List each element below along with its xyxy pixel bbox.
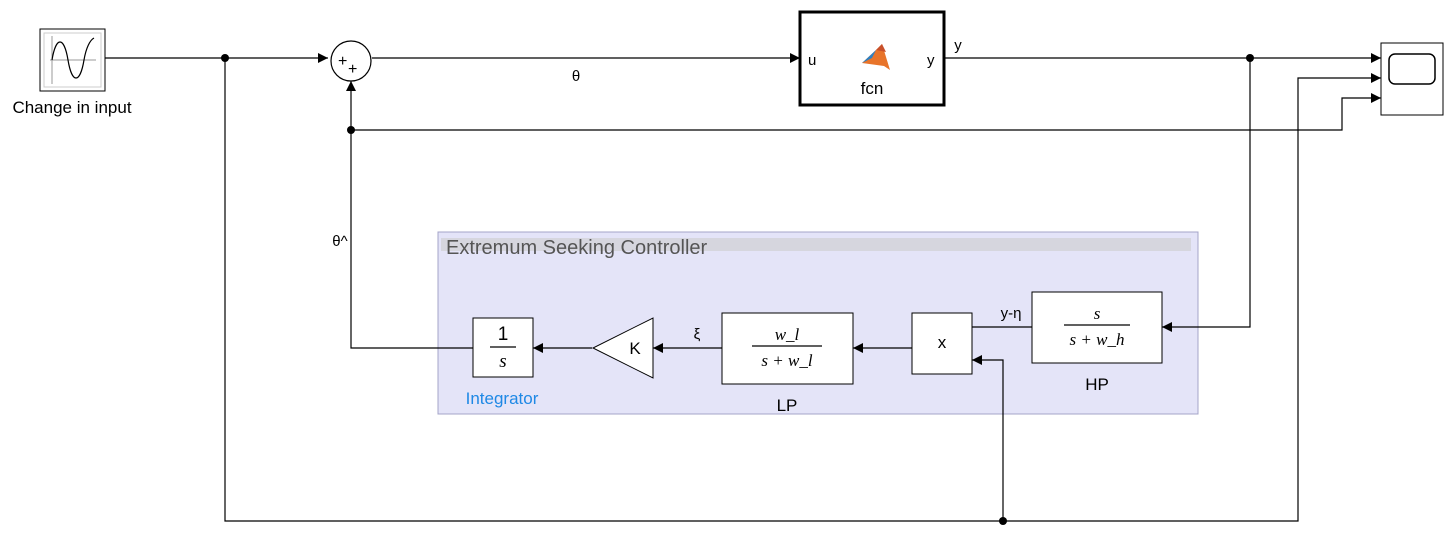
sum-block[interactable]: + + bbox=[330, 40, 372, 82]
lowpass-denominator: s + w_l bbox=[761, 351, 812, 370]
signal-labels: θ y θ^ ξ y-η bbox=[332, 37, 1021, 343]
signal-label-y-minus-eta: y-η bbox=[1001, 305, 1022, 322]
lowpass-numerator: w_l bbox=[775, 325, 800, 344]
scope-block[interactable] bbox=[1380, 42, 1444, 116]
signal-label-y: y bbox=[954, 37, 962, 54]
highpass-block[interactable]: s s + w_h HP bbox=[1031, 291, 1163, 394]
product-symbol: x bbox=[938, 333, 947, 352]
junction-bottom bbox=[999, 517, 1007, 525]
highpass-label: HP bbox=[1085, 375, 1109, 394]
highpass-denominator: s + w_h bbox=[1070, 330, 1125, 349]
lowpass-label: LP bbox=[777, 396, 798, 415]
junction-source bbox=[221, 54, 229, 62]
signal-label-xi: ξ bbox=[694, 326, 701, 343]
sine-source-block[interactable]: Change in input bbox=[12, 28, 132, 117]
fcn-in-port: u bbox=[808, 52, 816, 69]
sum-sign-a: + bbox=[338, 53, 347, 70]
wire-integrator-to-sum bbox=[346, 81, 473, 349]
integrator-label: Integrator bbox=[466, 389, 539, 408]
gain-block[interactable]: K bbox=[591, 317, 654, 379]
fcn-out-port: y bbox=[927, 52, 935, 69]
sine-wave-icon bbox=[50, 36, 96, 84]
junction-y bbox=[1246, 54, 1254, 62]
wire-thetahat-to-scope bbox=[351, 93, 1381, 131]
lowpass-block[interactable]: w_l s + w_l LP bbox=[721, 312, 854, 415]
junction-dots bbox=[221, 54, 1254, 525]
wire-source-branch-bottom bbox=[224, 58, 1381, 522]
integrator-denominator: s bbox=[499, 351, 506, 372]
highpass-numerator: s bbox=[1094, 304, 1101, 323]
wire-y-to-hp bbox=[1162, 58, 1251, 332]
junction-thetahat bbox=[347, 126, 355, 134]
product-block[interactable]: x bbox=[911, 312, 973, 375]
wire-source-to-product bbox=[972, 355, 1004, 521]
subsystem-title: Extremum Seeking Controller bbox=[446, 237, 708, 259]
gain-value: K bbox=[629, 339, 641, 358]
signal-label-theta: θ bbox=[572, 68, 580, 85]
fcn-block[interactable]: u y fcn bbox=[798, 10, 946, 107]
sine-source-label: Change in input bbox=[12, 98, 131, 117]
matlab-logo-icon bbox=[862, 44, 890, 70]
scope-screen-icon bbox=[1388, 53, 1436, 85]
integrator-numerator: 1 bbox=[498, 324, 509, 345]
fcn-label: fcn bbox=[861, 79, 884, 98]
signal-lines bbox=[105, 53, 1381, 522]
integrator-block[interactable]: 1 s Integrator bbox=[466, 317, 539, 408]
signal-label-theta-hat: θ^ bbox=[332, 233, 347, 250]
sum-sign-b: + bbox=[348, 61, 357, 78]
